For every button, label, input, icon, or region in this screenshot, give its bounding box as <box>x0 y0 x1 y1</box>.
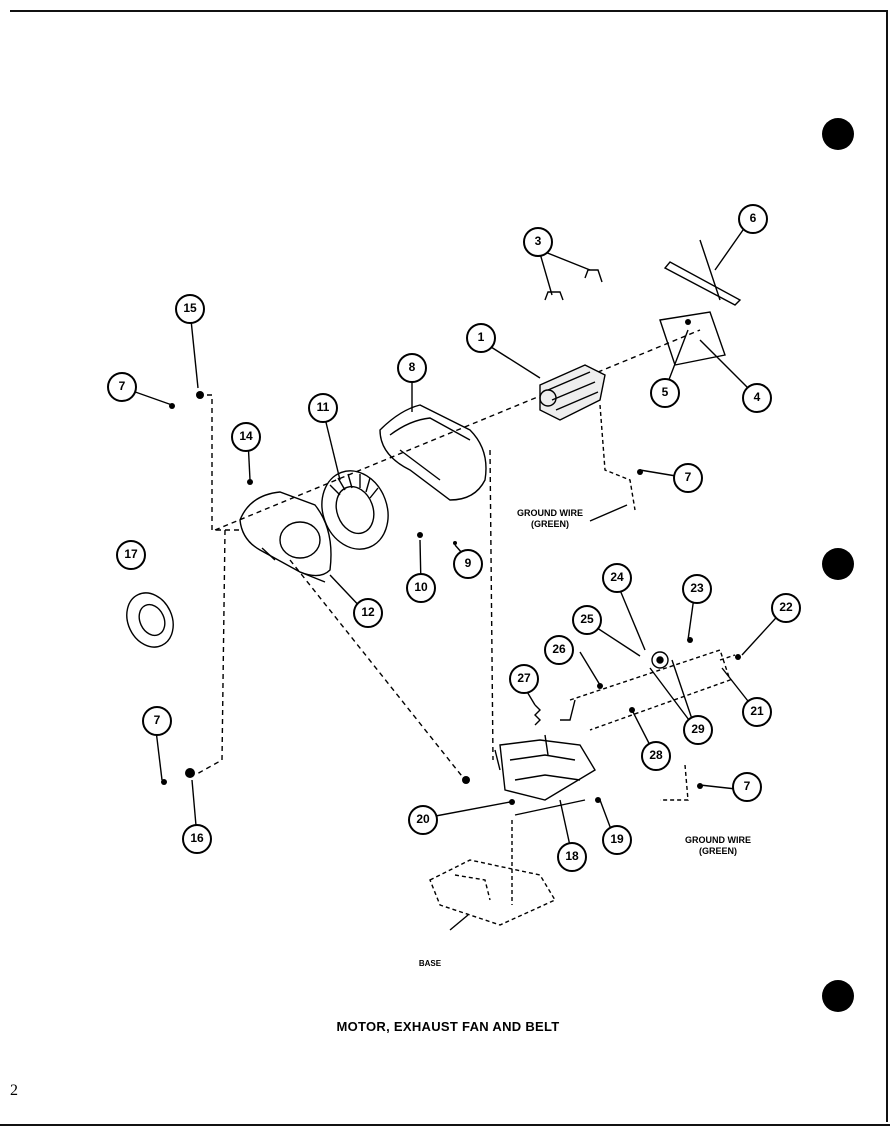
callout-label-22: 22 <box>779 600 793 614</box>
idler-pulley-part <box>651 651 669 669</box>
callout-label-12: 12 <box>361 605 375 619</box>
callout-label-18: 18 <box>565 849 579 863</box>
ground-wire-label-lower-line1: GROUND WIRE <box>685 835 751 845</box>
callout-1 <box>466 323 496 353</box>
callout-25 <box>572 605 602 635</box>
callout-18 <box>557 842 587 872</box>
spring-part <box>534 704 541 726</box>
callout-label-21: 21 <box>750 704 764 718</box>
ground-wire-label-upper-line2: (GREEN) <box>531 519 569 529</box>
callout-22 <box>771 593 801 623</box>
callout-4 <box>742 383 772 413</box>
binder-hole-1 <box>822 118 854 150</box>
page-border-bottom <box>0 1124 890 1126</box>
callout-7d <box>732 772 762 802</box>
callout-label-16: 16 <box>190 831 204 845</box>
callout-label-25: 25 <box>580 612 594 626</box>
callout-label-29: 29 <box>691 722 705 736</box>
clip-part <box>544 269 603 301</box>
callout-label-7a: 7 <box>118 379 126 393</box>
callout-26 <box>544 635 574 665</box>
callout-11 <box>308 393 338 423</box>
callout-label-19: 19 <box>610 832 624 846</box>
callout-label-7d: 7 <box>743 779 751 793</box>
callout-label-26: 26 <box>552 642 566 656</box>
callout-label-7c: 7 <box>153 713 161 727</box>
callout-label-14: 14 <box>239 429 253 443</box>
callout-7c <box>142 706 172 736</box>
motor-mount-part <box>494 734 596 816</box>
callout-label-4: 4 <box>753 390 761 404</box>
callout-14 <box>231 422 261 452</box>
ground-wire-label-upper-line1: GROUND WIRE <box>517 508 583 518</box>
page-border-top <box>10 10 888 12</box>
impeller-part <box>321 470 389 550</box>
callout-12 <box>353 598 383 628</box>
fan-cover-part <box>239 491 332 583</box>
ground-wire-label-lower-line2: (GREEN) <box>699 846 737 856</box>
callout-label-27: 27 <box>517 671 531 685</box>
belt-part-loop <box>699 239 721 301</box>
callout-6 <box>738 204 768 234</box>
callout-3 <box>523 227 553 257</box>
callout-10 <box>406 573 436 603</box>
binder-hole-2 <box>822 548 854 580</box>
callout-8 <box>397 353 427 383</box>
motor-part <box>539 364 606 421</box>
callout-23 <box>682 574 712 604</box>
callout-29 <box>683 715 713 745</box>
pulley-bracket-part <box>659 311 726 366</box>
callout-label-11: 11 <box>316 400 330 414</box>
callout-label-23: 23 <box>690 581 704 595</box>
callout-17 <box>116 540 146 570</box>
callout-label-7b: 7 <box>684 470 692 484</box>
callout-7b <box>673 463 703 493</box>
callout-label-17: 17 <box>124 547 138 561</box>
base-label: BASE <box>418 959 442 968</box>
page-number: 2 <box>10 1082 18 1099</box>
ring-seal-part <box>126 592 174 648</box>
callout-label-1: 1 <box>477 330 485 344</box>
ground-wire-label-lower: GROUND WIRE (GREEN) <box>668 835 768 857</box>
callout-15 <box>175 294 205 324</box>
shaft-centerline <box>214 329 701 531</box>
callout-label-3: 3 <box>534 234 542 248</box>
callout-24 <box>602 563 632 593</box>
callout-7a <box>107 372 137 402</box>
page-border-right <box>886 10 888 1122</box>
callout-19 <box>602 825 632 855</box>
callout-label-5: 5 <box>661 385 669 399</box>
callout-27 <box>509 664 539 694</box>
callout-21 <box>742 697 772 727</box>
callout-9 <box>453 549 483 579</box>
callout-label-6: 6 <box>749 211 757 225</box>
fan-housing-part <box>379 404 487 501</box>
callout-label-8: 8 <box>408 360 416 374</box>
callout-16 <box>182 824 212 854</box>
callout-label-28: 28 <box>649 748 663 762</box>
callout-28 <box>641 741 671 771</box>
callout-label-24: 24 <box>610 570 624 584</box>
base-part <box>429 859 557 926</box>
callout-label-10: 10 <box>414 580 428 594</box>
diagram-title: MOTOR, EXHAUST FAN AND BELT <box>336 1019 560 1034</box>
callout-label-9: 9 <box>464 556 472 570</box>
callout-label-20: 20 <box>416 812 430 826</box>
belt-part <box>663 261 742 306</box>
ground-wire-label-upper: GROUND WIRE (GREEN) <box>500 508 600 530</box>
callout-5 <box>650 378 680 408</box>
callout-20 <box>408 805 438 835</box>
callout-label-15: 15 <box>183 301 197 315</box>
binder-hole-3 <box>822 980 854 1012</box>
